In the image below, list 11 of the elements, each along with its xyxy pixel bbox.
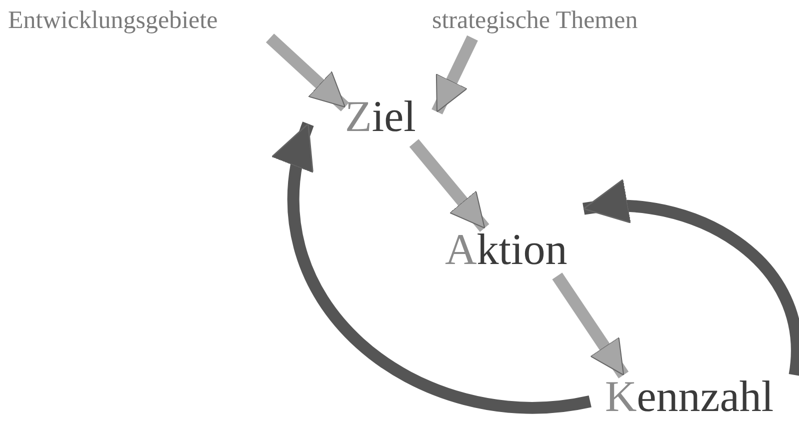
node-label: strategische Themen (432, 8, 638, 33)
node-label: Ziel (345, 95, 416, 139)
arrow (552, 272, 629, 378)
arrow (274, 122, 591, 414)
arrow (266, 34, 350, 112)
node-label: Aktion (445, 228, 568, 272)
arrow (432, 35, 478, 114)
node-label: Kennzahl (605, 375, 774, 419)
arrow (409, 139, 490, 232)
arrow (582, 182, 799, 376)
node-label: Entwicklungsgebiete (8, 8, 218, 33)
